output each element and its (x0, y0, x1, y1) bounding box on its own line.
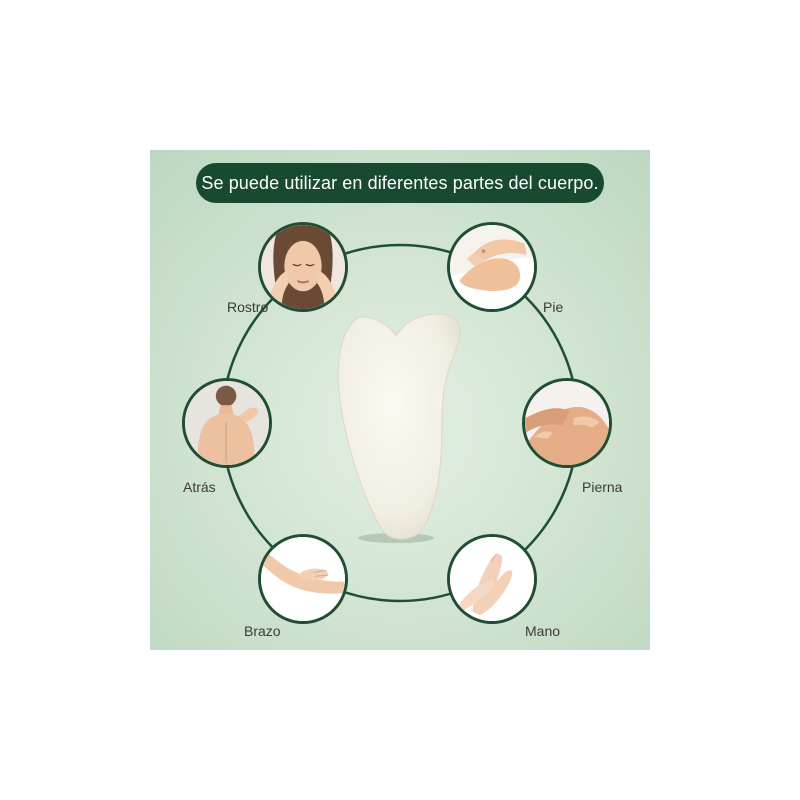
label-mano: Mano (525, 623, 561, 639)
leg-photo (522, 378, 612, 468)
label-rostro: Rostro (227, 299, 269, 315)
back-photo (182, 378, 272, 468)
gua-sha-stone-image (337, 313, 461, 543)
foot-photo (447, 222, 537, 312)
arm-photo (258, 534, 348, 624)
hand-photo (447, 534, 537, 624)
title-banner: Se puede utilizar en diferentes partes d… (196, 163, 604, 203)
face-photo (258, 222, 348, 312)
label-atras: Atrás (183, 479, 216, 495)
label-pie: Pie (543, 299, 564, 315)
label-pierna: Pierna (582, 479, 623, 495)
label-brazo: Brazo (244, 623, 281, 639)
product-infographic: Se puede utilizar en diferentes partes d… (150, 150, 650, 650)
